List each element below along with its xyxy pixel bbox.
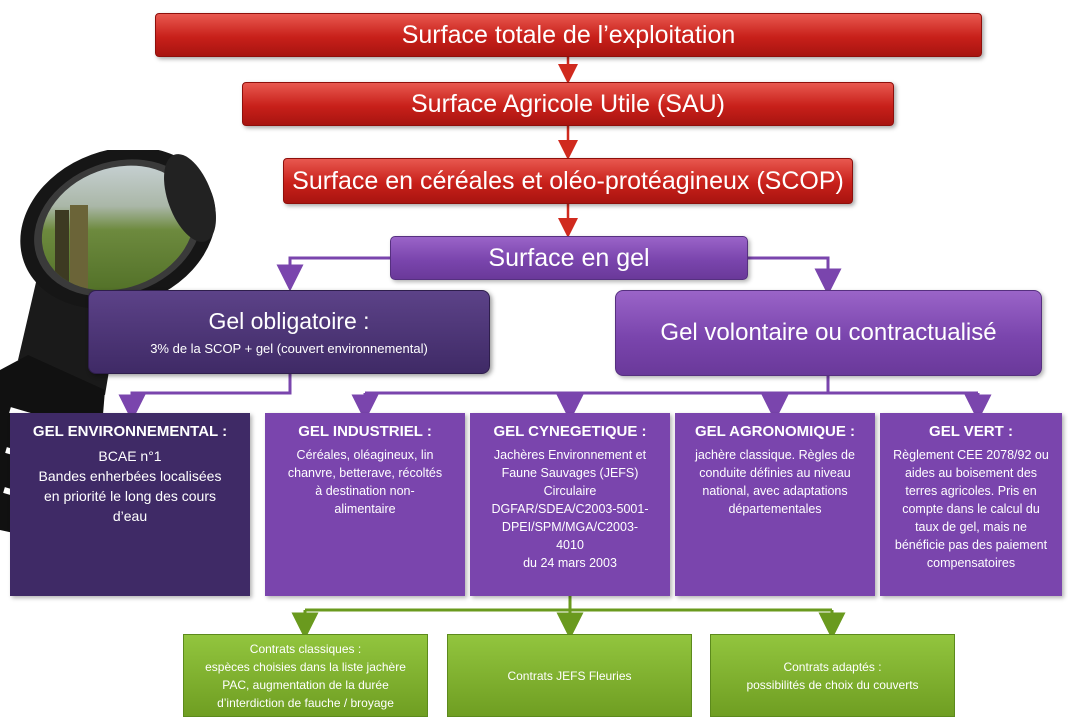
column-title: GEL ENVIRONNEMENTAL : bbox=[32, 423, 228, 440]
column-text: chanvre, betterave, récoltés bbox=[287, 466, 443, 480]
column-text: aides au boisement des bbox=[904, 466, 1038, 480]
green-arrows bbox=[291, 596, 846, 640]
column-text: terres agricoles. Pris en bbox=[905, 484, 1037, 498]
mandatory-title: Gel obligatoire : bbox=[208, 308, 370, 334]
column-text: DGFAR/SDEA/C2003-5001- bbox=[491, 502, 649, 516]
column-title: GEL CYNEGETIQUE : bbox=[493, 423, 647, 440]
column-text: en priorité le long des cours bbox=[44, 488, 216, 504]
green-set-aside-column: GEL VERT : Règlement CEE 2078/92 ou aide… bbox=[880, 413, 1062, 596]
column-text: à destination non- bbox=[315, 484, 415, 498]
column-text: bénéficie pas des paiement bbox=[894, 538, 1048, 552]
contract-text: Contrats classiques : bbox=[249, 641, 362, 656]
column-title: GEL VERT : bbox=[929, 423, 1013, 440]
sau-box: Surface Agricole Utile (SAU) bbox=[242, 82, 894, 126]
classic-contracts-box: Contrats classiques : espèces choisies d… bbox=[183, 634, 428, 717]
column-text: DPEI/SPM/MGA/C2003- bbox=[501, 520, 639, 534]
frozen-surface-box: Surface en gel bbox=[390, 236, 748, 280]
purple-arrows bbox=[118, 256, 992, 422]
column-text: compte dans le calcul du bbox=[902, 502, 1040, 516]
mandatory-set-aside-box: Gel obligatoire : 3% de la SCOP + gel (c… bbox=[88, 290, 490, 374]
contract-text: Contrats JEFS Fleuries bbox=[507, 668, 632, 683]
column-text: d’eau bbox=[112, 508, 148, 524]
scop-label: Surface en céréales et oléo-protéagineux… bbox=[292, 166, 844, 195]
scop-box: Surface en céréales et oléo-protéagineux… bbox=[283, 158, 853, 204]
column-title: GEL AGRONOMIQUE : bbox=[694, 423, 855, 440]
jefs-contracts-box: Contrats JEFS Fleuries bbox=[447, 634, 692, 717]
environmental-column: GEL ENVIRONNEMENTAL : BCAE n°1 Bandes en… bbox=[10, 413, 250, 596]
column-text: national, avec adaptations bbox=[702, 484, 848, 498]
column-text: 4010 bbox=[556, 538, 584, 552]
frozen-surface-label: Surface en gel bbox=[488, 243, 650, 272]
industrial-column: GEL INDUSTRIEL : Céréales, oléagineux, l… bbox=[265, 413, 465, 596]
voluntary-set-aside-box: Gel volontaire ou contractualisé bbox=[615, 290, 1042, 376]
contract-text: d’interdiction de fauche / broyage bbox=[217, 695, 394, 710]
column-title: GEL INDUSTRIEL : bbox=[298, 423, 432, 440]
column-text: du 24 mars 2003 bbox=[523, 556, 617, 570]
column-text: Jachères Environnement et bbox=[493, 448, 647, 462]
column-text: conduite définies au niveau bbox=[699, 466, 851, 480]
column-text: jachère classique. Règles de bbox=[695, 448, 855, 462]
column-text: taux de gel, mais ne bbox=[915, 520, 1027, 534]
column-text: alimentaire bbox=[334, 502, 396, 516]
column-text: compensatoires bbox=[926, 556, 1016, 570]
column-text: départementales bbox=[728, 502, 822, 516]
column-text: Céréales, oléagineux, lin bbox=[296, 448, 434, 462]
contract-text: Contrats adaptés : bbox=[783, 659, 882, 674]
column-text: BCAE n°1 bbox=[98, 448, 162, 464]
contract-text: PAC, augmentation de la durée bbox=[222, 677, 389, 692]
total-surface-label: Surface totale de l’exploitation bbox=[401, 20, 736, 49]
column-text: Faune Sauvages (JEFS) bbox=[501, 466, 639, 480]
contract-text: possibilités de choix du couverts bbox=[746, 677, 919, 692]
column-text: Circulaire bbox=[543, 484, 597, 498]
voluntary-title: Gel volontaire ou contractualisé bbox=[660, 319, 997, 346]
adapted-contracts-box: Contrats adaptés : possibilités de choix… bbox=[710, 634, 955, 717]
hunting-column: GEL CYNEGETIQUE : Jachères Environnement… bbox=[470, 413, 670, 596]
total-surface-box: Surface totale de l’exploitation bbox=[155, 13, 982, 57]
contract-text: espèces choisies dans la liste jachère bbox=[205, 659, 406, 674]
mandatory-subtitle: 3% de la SCOP + gel (couvert environneme… bbox=[150, 341, 428, 356]
sau-label: Surface Agricole Utile (SAU) bbox=[410, 89, 725, 118]
agronomic-column: GEL AGRONOMIQUE : jachère classique. Règ… bbox=[675, 413, 875, 596]
column-text: Bandes enherbées localisées bbox=[38, 468, 222, 484]
column-text: Règlement CEE 2078/92 ou bbox=[893, 448, 1049, 462]
